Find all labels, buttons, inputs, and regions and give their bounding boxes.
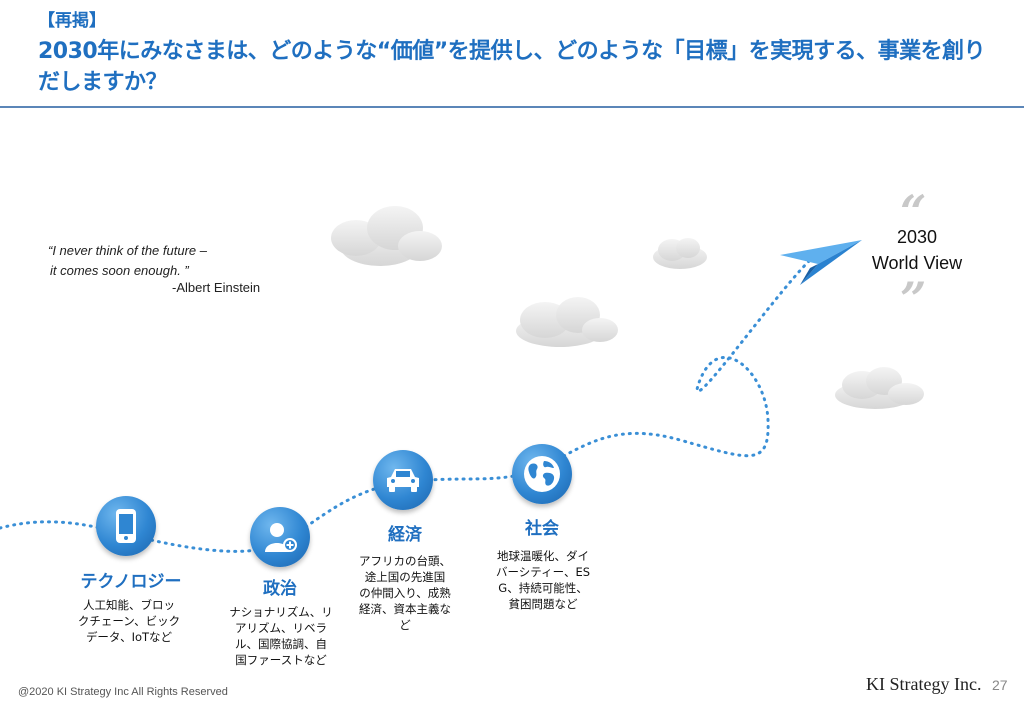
close-quote-mark: ” — [900, 272, 927, 326]
goal-2030-world-view: 2030 World View — [862, 224, 972, 276]
paper-plane-icon — [780, 240, 862, 285]
category-label-society: 社会 — [525, 519, 559, 539]
smartphone-icon — [96, 496, 156, 556]
category-desc-technology: 人工知能、ブロックチェーン、ビックデータ、IoTなど — [77, 598, 181, 644]
title-divider — [0, 106, 1024, 108]
quote-line: it comes soon enough. ” — [50, 263, 189, 278]
category-label-economy: 経済 — [388, 525, 422, 545]
cloud — [835, 367, 924, 409]
page-number: 27 — [992, 677, 1008, 693]
user-add-icon — [250, 507, 310, 567]
category-desc-economy: アフリカの台頭、途上国の先進国の仲間入り、成熟経済、資本主義など — [359, 554, 451, 632]
category-label-politics: 政治 — [263, 579, 297, 599]
company-logo: KI Strategy Inc. — [866, 674, 982, 694]
quote-author: -Albert Einstein — [172, 280, 261, 295]
copyright-text: @2020 KI Strategy Inc All Rights Reserve… — [18, 686, 228, 698]
quote-line: “I never think of the future – — [48, 243, 207, 258]
category-desc-politics: ナショナリズム、リアリズム、リベラル、国際協調、自国ファーストなど — [229, 605, 333, 667]
car-icon — [373, 450, 433, 510]
cloud — [653, 238, 707, 269]
cloud — [331, 206, 442, 266]
category-label-technology: テクノロジー — [80, 572, 182, 592]
open-quote-mark: “ — [900, 185, 927, 239]
cloud — [516, 297, 618, 347]
dotted-progress-path — [0, 258, 812, 553]
goal-title: World View — [871, 253, 963, 273]
slide-tag: 【再掲】 — [38, 11, 106, 31]
globe-icon — [512, 444, 572, 504]
einstein-quote: “I never think of the future – it comes … — [48, 241, 207, 281]
goal-year: 2030 — [896, 227, 938, 247]
slide-headline: 2030年にみなさまは、どのような“価値”を提供し、どのような「目標」を実現する… — [38, 39, 986, 95]
